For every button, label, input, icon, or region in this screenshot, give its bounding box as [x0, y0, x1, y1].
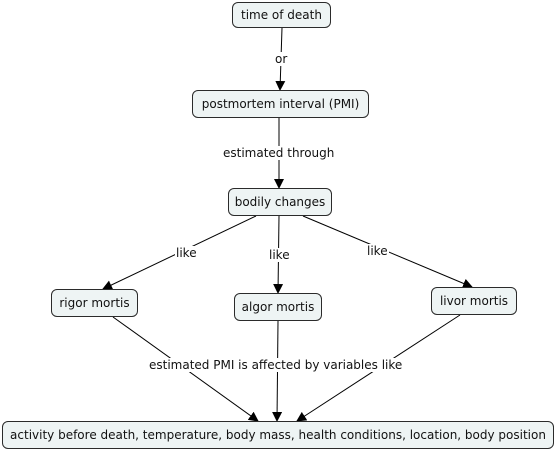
- node-postmortem-interval[interactable]: postmortem interval (PMI): [192, 90, 369, 118]
- node-rigor-mortis[interactable]: rigor mortis: [51, 289, 138, 317]
- node-factors[interactable]: activity before death, temperature, body…: [2, 421, 554, 449]
- node-algor-mortis[interactable]: algor mortis: [234, 293, 322, 321]
- link-label-like-left: like: [175, 246, 198, 260]
- link-label-or: or: [274, 52, 289, 66]
- link-label-like-middle: like: [268, 248, 291, 262]
- link-label-estimated-through: estimated through: [222, 146, 336, 160]
- link-label-like-right: like: [366, 244, 389, 258]
- link-label-affected-by: estimated PMI is affected by variables l…: [148, 358, 404, 372]
- node-time-of-death[interactable]: time of death: [232, 2, 331, 28]
- node-livor-mortis[interactable]: livor mortis: [431, 287, 517, 315]
- node-bodily-changes[interactable]: bodily changes: [228, 188, 332, 216]
